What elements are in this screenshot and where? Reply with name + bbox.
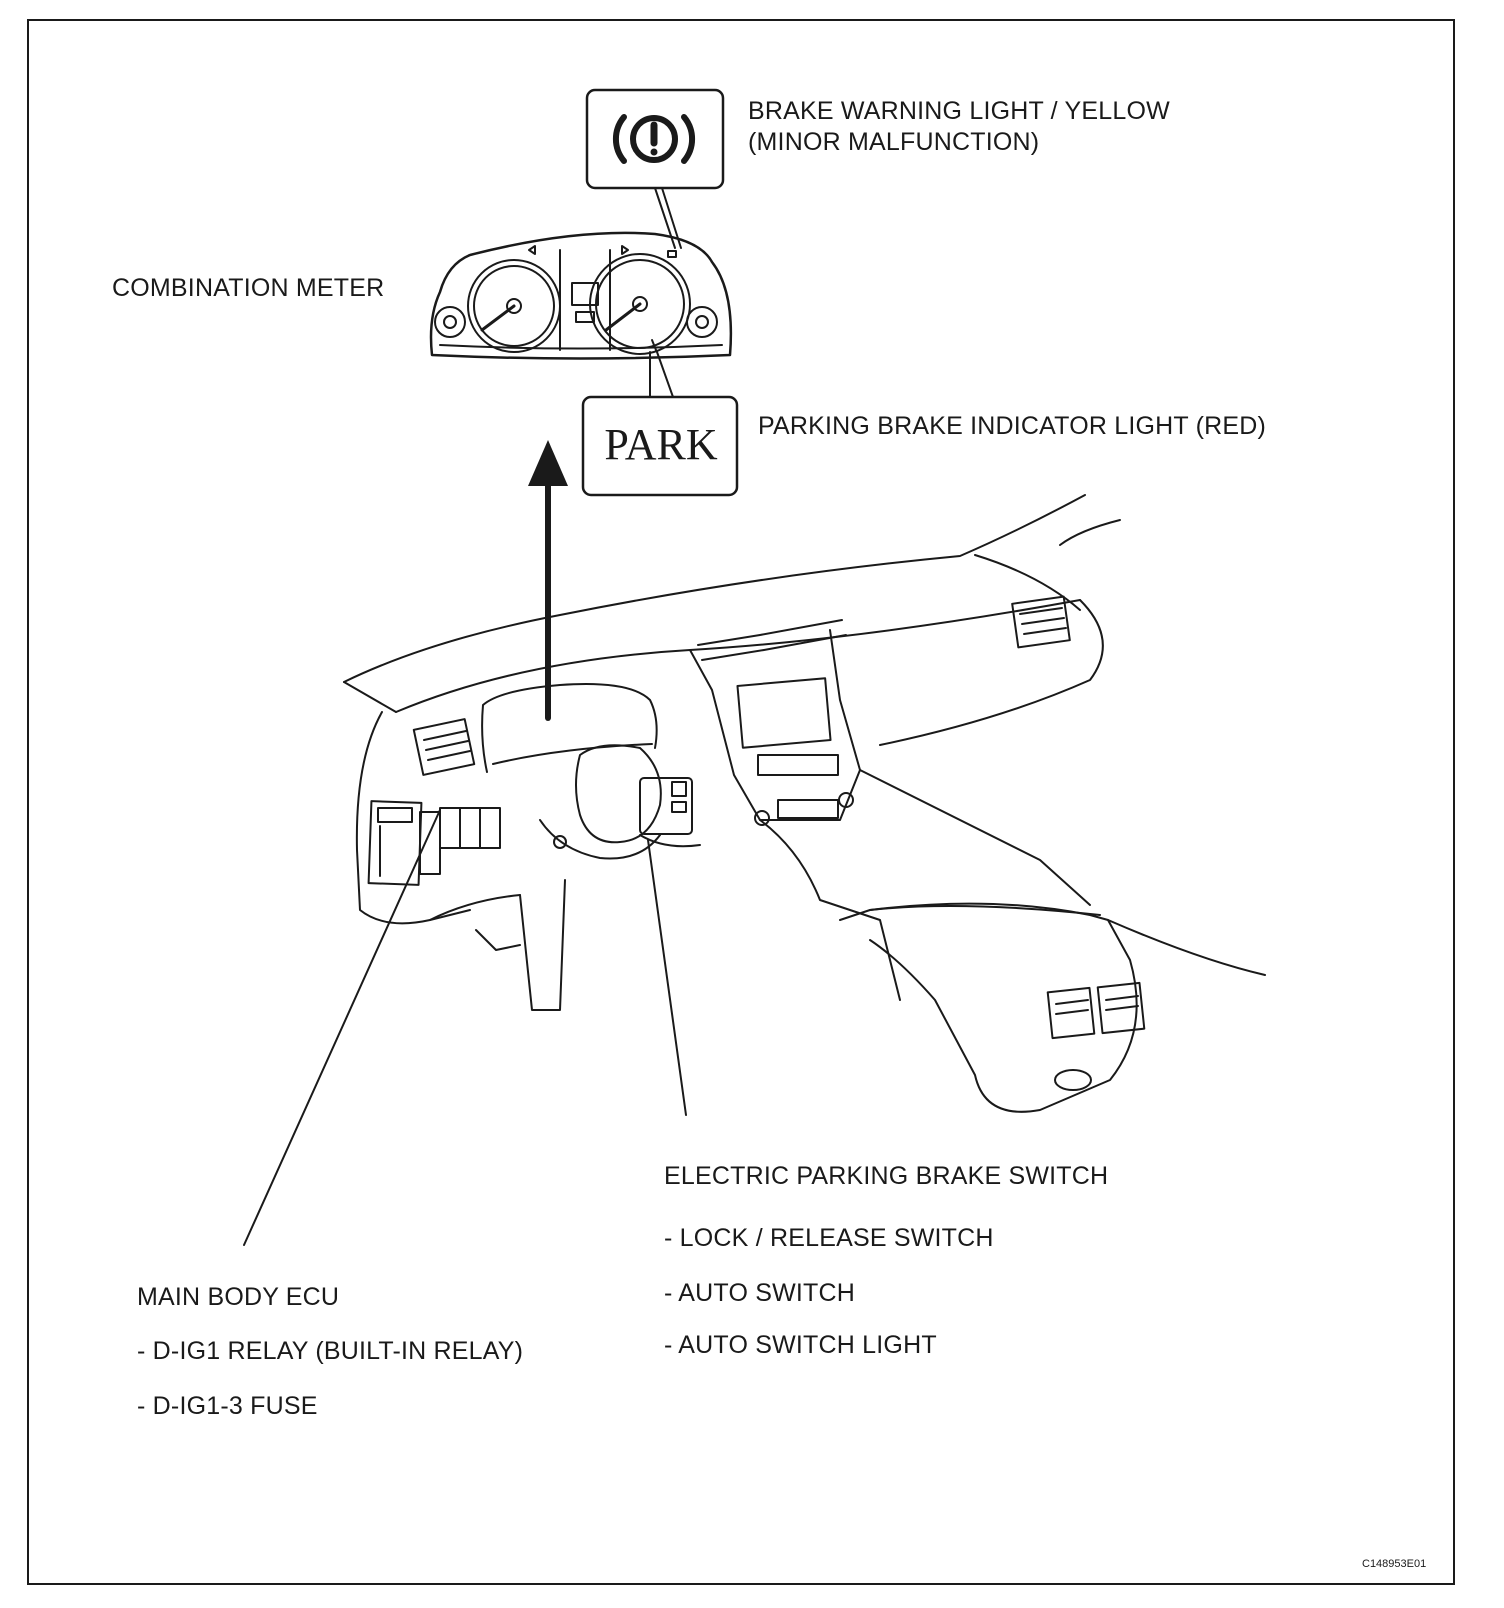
- park-indicator-text: PARK: [604, 420, 718, 469]
- brake-warning-icon: [612, 114, 696, 164]
- epb-item: - AUTO SWITCH LIGHT: [664, 1331, 937, 1359]
- brake-warning-callout: [585, 88, 725, 249]
- ecu-leader-line: [243, 809, 441, 1246]
- brake-warning-label-line1: BRAKE WARNING LIGHT / YELLOW: [748, 97, 1170, 125]
- main-body-ecu-label: MAIN BODY ECU: [137, 1283, 340, 1311]
- diagram-frame: [27, 19, 1455, 1585]
- combination-meter: [429, 231, 733, 360]
- epb-switch-label: ELECTRIC PARKING BRAKE SWITCH: [664, 1162, 1109, 1190]
- parking-indicator-label: PARKING BRAKE INDICATOR LIGHT (RED): [758, 412, 1267, 440]
- combination-meter-label: COMBINATION METER: [112, 274, 385, 302]
- epb-item: - LOCK / RELEASE SWITCH: [664, 1224, 994, 1252]
- park-callout: [581, 351, 739, 497]
- ecu-item: - D-IG1 RELAY (BUILT-IN RELAY): [137, 1337, 524, 1365]
- figure-code: C148953E01: [1362, 1558, 1427, 1570]
- ecu-item: - D-IG1-3 FUSE: [137, 1392, 318, 1420]
- up-arrow-icon: [528, 440, 568, 721]
- epb-item: - AUTO SWITCH: [664, 1279, 856, 1307]
- epb-leader-line: [647, 839, 687, 1116]
- dashboard-illustration: [343, 494, 1266, 1113]
- brake-warning-label-line2: (MINOR MALFUNCTION): [748, 128, 1040, 156]
